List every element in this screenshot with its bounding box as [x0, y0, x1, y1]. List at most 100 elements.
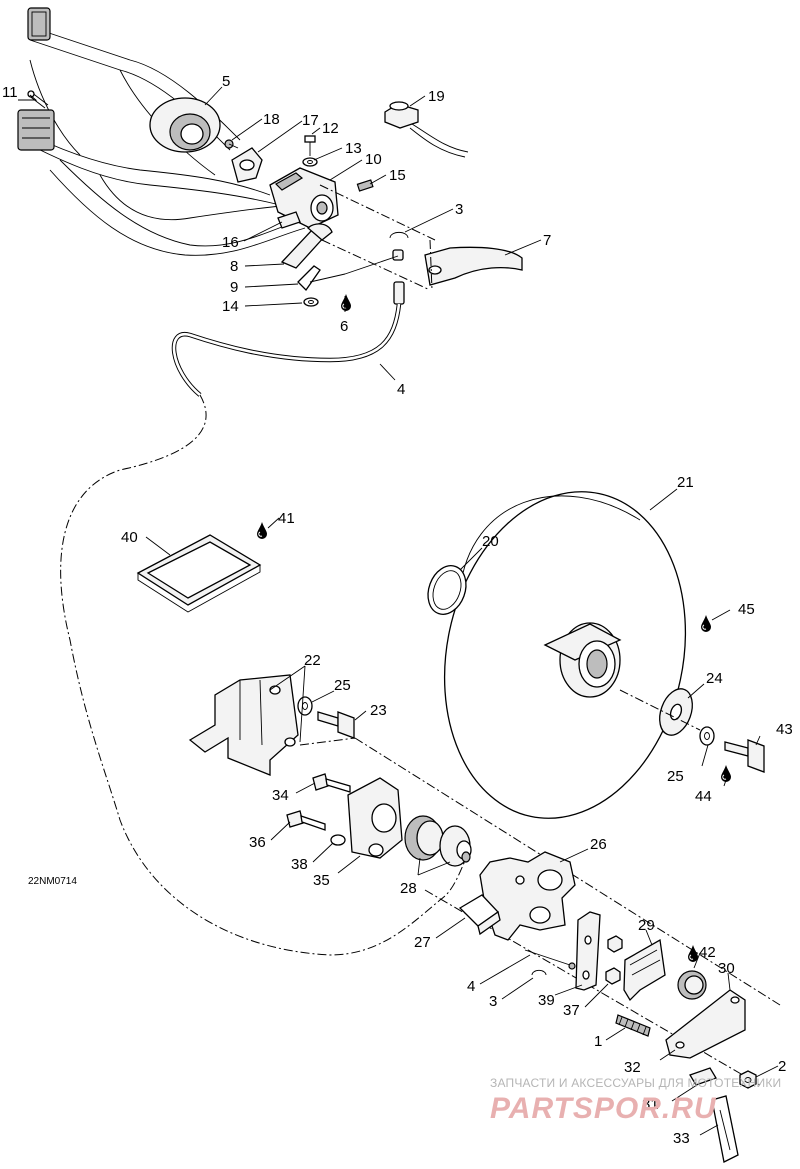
part-1-screw: [615, 1014, 651, 1037]
part-22-bracket: [188, 674, 299, 776]
part-40-pad: [136, 534, 262, 613]
callout-23: 23: [370, 702, 387, 719]
part-29-spring: [623, 938, 666, 1002]
part-14-washer: [303, 297, 319, 307]
part-18-screw: [224, 139, 239, 149]
part-37-nut: [605, 967, 621, 985]
part-30-arm: [665, 989, 746, 1059]
callout-35: 35: [313, 872, 330, 889]
part-3-clip-top: [389, 231, 409, 239]
callout-25-right: 25: [667, 768, 684, 785]
part-9-clip: [297, 265, 321, 292]
part-27-bracket: [458, 894, 501, 936]
callout-1: 1: [594, 1033, 602, 1050]
part-4-pin: [524, 949, 576, 970]
callout-2: 2: [778, 1058, 786, 1075]
callout-25: 25: [334, 677, 351, 694]
part-38-washer: [330, 834, 346, 846]
callout-18: 18: [263, 111, 280, 128]
drop-icon: [341, 294, 351, 311]
drop-icon: [688, 945, 698, 962]
part-25-washer-left: [297, 696, 313, 716]
part-20-ring: [427, 565, 467, 615]
callout-45: 45: [738, 601, 755, 618]
callout-10: 10: [365, 151, 382, 168]
callout-labels: 5 11 19 18 17 12 13 10 15 3 16 7 8 9 14 …: [2, 73, 793, 1147]
part-21-brake-disc: [443, 491, 687, 819]
callout-39: 39: [538, 992, 555, 1009]
part-39-plate: [575, 911, 601, 991]
callout-15: 15: [389, 167, 406, 184]
part-2-nut: [739, 1070, 757, 1089]
part-33-rod: [711, 1095, 739, 1163]
connector-left: [17, 109, 55, 151]
callout-38: 38: [291, 856, 308, 873]
watermark-line2: PARTSPOR.RU: [490, 1092, 717, 1125]
callout-44: 44: [695, 788, 712, 805]
part-12-screw: [304, 135, 316, 156]
part-24-washer: [659, 688, 693, 736]
part-11-cable-tie: [27, 90, 49, 109]
drop-icon: [701, 615, 711, 632]
callout-4-lower: 4: [467, 978, 475, 995]
part-28-piston: [404, 815, 472, 867]
callout-7: 7: [543, 232, 551, 249]
callout-29: 29: [638, 917, 655, 934]
cable-route-dashed: [60, 394, 471, 956]
callout-42: 42: [699, 944, 716, 961]
part-3-clip-lower: [531, 969, 547, 976]
part-35-caliper-body: [347, 777, 403, 859]
callout-32: 32: [624, 1059, 641, 1076]
callout-19: 19: [428, 88, 445, 105]
part-26-caliper: [479, 851, 576, 941]
drop-icon: [721, 765, 731, 782]
callout-22: 22: [304, 652, 321, 669]
drawing-code: 22NM0714: [28, 876, 77, 887]
part-42-gear: [677, 970, 707, 1000]
callout-9: 9: [230, 279, 238, 296]
callout-16: 16: [222, 234, 239, 251]
callout-41: 41: [278, 510, 295, 527]
part-15-set-screw: [356, 179, 374, 192]
callout-26: 26: [590, 836, 607, 853]
callout-33: 33: [673, 1130, 690, 1147]
part-19-switch: [384, 101, 469, 158]
nut-upper: [607, 935, 623, 953]
callout-3: 3: [455, 201, 463, 218]
callout-12: 12: [322, 120, 339, 137]
leader-lines: [18, 86, 779, 1136]
callout-27: 27: [414, 934, 431, 951]
callout-5: 5: [222, 73, 230, 90]
callout-34: 34: [272, 787, 289, 804]
callout-31: 31: [642, 1096, 659, 1113]
callout-30: 30: [718, 960, 735, 977]
part-25-washer-right: [699, 726, 715, 746]
callout-28: 28: [400, 880, 417, 897]
guide-line-disc: [619, 689, 701, 731]
callout-36: 36: [249, 834, 266, 851]
callout-14: 14: [222, 298, 239, 315]
callout-6: 6: [340, 318, 348, 335]
part-7-lever: [424, 246, 523, 286]
callout-21: 21: [677, 474, 694, 491]
watermark-line1: ЗАПЧАСТИ И АКСЕССУАРЫ ДЛЯ МОТОТЕХНИКИ: [490, 1076, 781, 1090]
part-31-pin: [689, 1067, 717, 1086]
callout-17: 17: [302, 112, 319, 129]
callout-40: 40: [121, 529, 138, 546]
callout-43: 43: [776, 721, 793, 738]
callout-24: 24: [706, 670, 723, 687]
part-13-washer: [302, 157, 318, 167]
callout-13: 13: [345, 140, 362, 157]
callout-4: 4: [397, 381, 405, 398]
callout-3-lower: 3: [489, 993, 497, 1010]
guide-lines-top: [319, 184, 436, 291]
callout-20: 20: [482, 533, 499, 550]
drop-icon: [257, 522, 267, 539]
part-36-bolt: [286, 810, 326, 831]
part-43-bolt: [724, 739, 765, 773]
part-34-bolt: [312, 773, 351, 793]
part-10-throttle-housing: [269, 167, 339, 229]
part-4-cable-core: [172, 303, 401, 396]
part-4-cable: [171, 303, 402, 397]
